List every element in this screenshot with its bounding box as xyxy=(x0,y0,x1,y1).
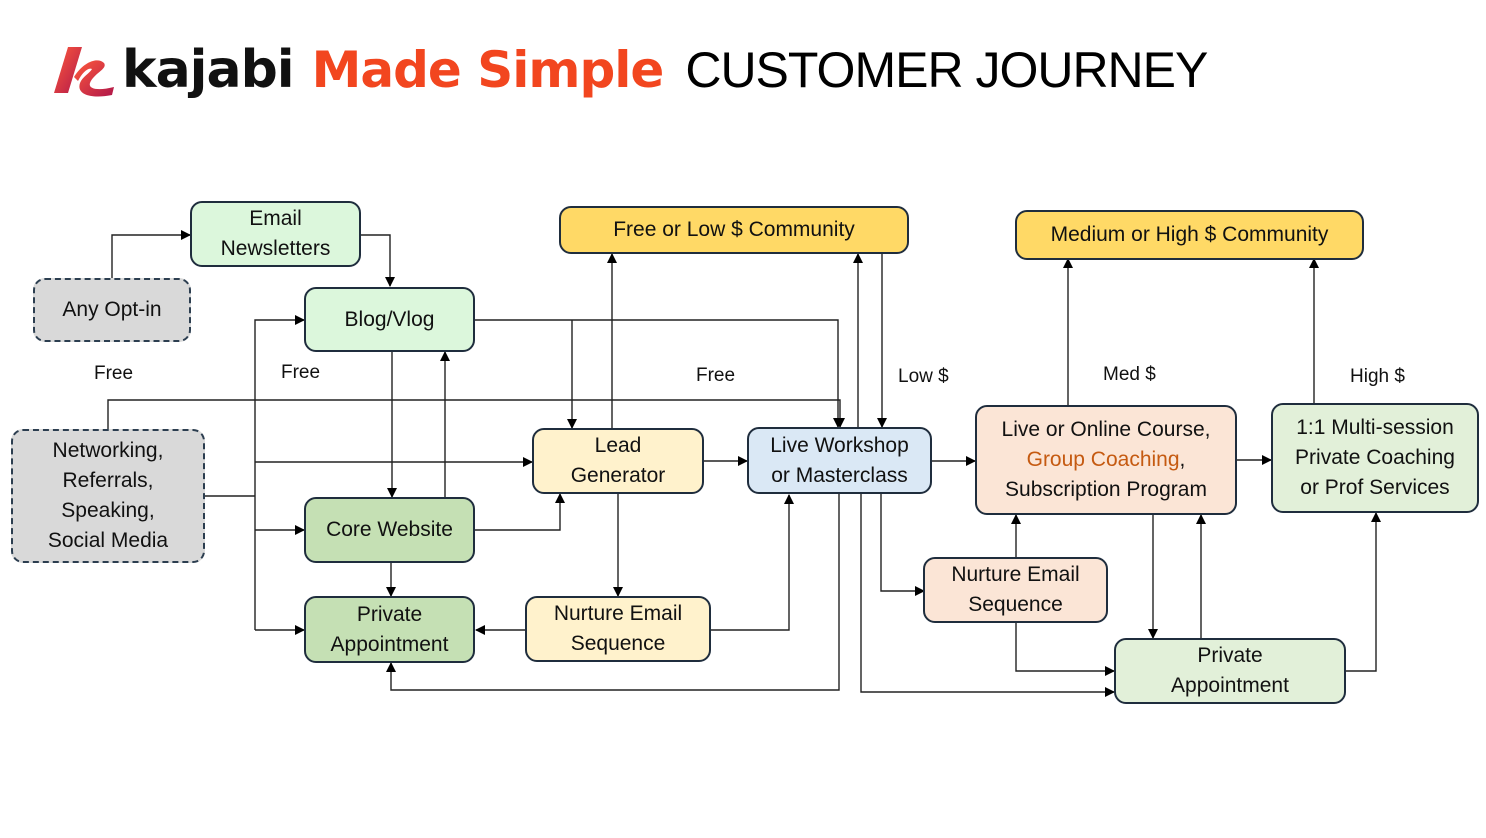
edge-workshop-private-left xyxy=(386,493,840,691)
node-label: Free or Low $ Community xyxy=(613,218,855,241)
header: kajabi Made Simple CUSTOMER JOURNEY xyxy=(54,30,1208,110)
brand-name: kajabi xyxy=(122,40,295,100)
node-label-line: Speaking, xyxy=(61,499,155,522)
edge-core-lead xyxy=(474,493,565,531)
edge-nurture-private-right xyxy=(1015,623,1115,676)
node-label-line: Sequence xyxy=(968,593,1063,616)
node-label-line: Appointment xyxy=(1171,674,1289,697)
node-live-workshop: Live Workshop or Masterclass xyxy=(747,427,932,494)
page-title: CUSTOMER JOURNEY xyxy=(685,42,1208,98)
node-label-line: Lead xyxy=(594,434,642,457)
edge-label-low: Low $ xyxy=(898,366,949,387)
node-private-appointment-left: Private Appointment xyxy=(304,596,475,663)
comma: , xyxy=(1179,448,1186,471)
node-label-line: Social Media xyxy=(47,529,169,552)
node-email-newsletters: Email Newsletters xyxy=(190,201,361,267)
edge-label-med: Med $ xyxy=(1103,364,1156,385)
node-core-website: Core Website xyxy=(304,497,475,563)
edge-email-blog xyxy=(360,234,395,287)
node-label: Core Website xyxy=(326,518,453,541)
edge-workshop-private-right xyxy=(860,493,1115,697)
node-label-line: Sequence xyxy=(570,632,666,655)
node-label-line: Live Workshop xyxy=(770,433,909,457)
node-label-line: Group Coaching, xyxy=(1027,445,1186,475)
edge-label-free: Free xyxy=(696,365,736,386)
edge-networking-workshop xyxy=(107,399,845,429)
node-label: Medium or High $ Community xyxy=(1050,223,1329,246)
node-label: Blog/Vlog xyxy=(344,307,435,331)
node-label-line: Subscription Program xyxy=(1005,478,1207,501)
node-nurture-email-left: Nurture Email Sequence xyxy=(525,596,711,662)
edge-label-high: High $ xyxy=(1350,366,1405,387)
node-networking: Networking, Referrals, Speaking, Social … xyxy=(11,429,205,563)
node-label-line: Private xyxy=(356,602,423,626)
node-free-low-community: Free or Low $ Community xyxy=(559,206,909,254)
node-label-line: Networking, xyxy=(52,439,164,462)
edge-blog-workshop xyxy=(474,319,843,428)
edge-nurture-workshop xyxy=(710,494,794,631)
node-label-line: 1:1 Multi-session xyxy=(1296,416,1454,439)
edge-workshop-nurture-right xyxy=(880,493,925,596)
edge-optin-email xyxy=(111,230,191,278)
node-label-line: Email xyxy=(249,207,302,230)
node-label-line: Nurture Email xyxy=(951,563,1080,586)
node-blog-vlog: Blog/Vlog xyxy=(304,287,475,352)
node-label-line: Newsletters xyxy=(220,237,331,260)
node-label-line: Private Coaching xyxy=(1295,446,1455,469)
node-label-line: or Prof Services xyxy=(1300,476,1450,499)
node-label: Any Opt-in xyxy=(62,298,162,321)
node-nurture-email-right: Nurture Email Sequence xyxy=(923,557,1108,623)
edge-label-free: Free xyxy=(281,362,321,383)
node-one-on-one: 1:1 Multi-session Private Coaching or Pr… xyxy=(1271,403,1479,513)
node-label-line: Appointment xyxy=(330,632,449,656)
kajabi-k-logo-icon xyxy=(54,43,116,97)
tagline: Made Simple xyxy=(311,41,665,99)
node-any-optin: Any Opt-in xyxy=(33,278,191,342)
node-label-line: Nurture Email xyxy=(553,602,683,625)
node-label-line: Referrals, xyxy=(62,469,154,492)
node-label-line: Generator xyxy=(570,464,666,487)
node-label-line: Live or Online Course, xyxy=(1001,418,1211,441)
node-private-appointment-right: Private Appointment xyxy=(1114,638,1346,704)
edge-label-free: Free xyxy=(94,363,134,384)
edge-private-oneonone xyxy=(1345,512,1381,672)
node-lead-generator: Lead Generator xyxy=(532,428,704,494)
group-coaching-highlight: Group Coaching xyxy=(1026,448,1180,471)
node-medium-high-community: Medium or High $ Community xyxy=(1015,210,1364,260)
node-label-line: or Masterclass xyxy=(771,463,908,487)
node-label-line: Private xyxy=(1197,644,1263,667)
edge-bus-blog xyxy=(254,315,305,630)
node-course: Live or Online Course, Group Coaching, S… xyxy=(975,405,1237,515)
